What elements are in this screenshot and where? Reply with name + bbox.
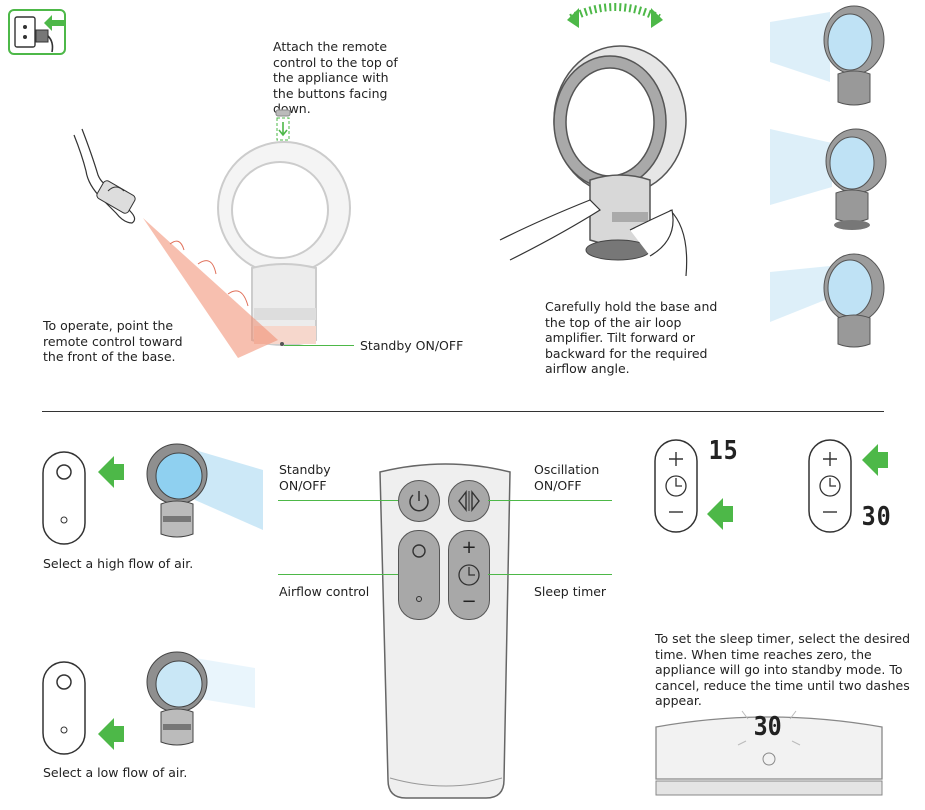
remote-attach-text: Attach the remote control to the top of … [273, 39, 398, 116]
remote-control [379, 463, 511, 799]
timer-display-b: 30 [861, 502, 892, 532]
power-icon [409, 491, 429, 512]
sleep-timer-text: To set the sleep timer, select the desir… [655, 631, 910, 708]
standby-button[interactable] [398, 480, 440, 522]
sleep-plus-glyph[interactable]: + [461, 537, 477, 558]
oscillation-button[interactable] [448, 480, 490, 522]
green-arrow-icon [98, 456, 124, 488]
oscillation-label: Oscillation ON/OFF [534, 462, 600, 493]
operate-text: To operate, point the remote control tow… [43, 318, 183, 364]
remote-attach-indicator [275, 109, 291, 141]
sleep-minus-glyph[interactable]: − [461, 591, 477, 612]
sleep-timer-button[interactable]: + − [448, 530, 490, 620]
standby-pointer [278, 500, 398, 501]
section-divider [42, 411, 884, 412]
fan-tilt-level-icon [770, 128, 887, 230]
timer-remote-icon-a [654, 439, 698, 533]
timer-remote-icon-b [808, 439, 852, 533]
oscillation-pointer [488, 500, 612, 501]
clock-icon [458, 564, 480, 586]
fan-tilt-down-icon [770, 253, 885, 348]
standby-label-top: Standby ON/OFF [360, 338, 464, 353]
standby-label: Standby ON/OFF [279, 462, 331, 493]
green-arrow-icon [98, 718, 124, 750]
plug-icon [8, 9, 66, 55]
fan-base-display [655, 710, 883, 796]
fan-high-flow-illustration [146, 443, 263, 538]
airflow-icon [412, 544, 426, 602]
airflow-label: Airflow control [279, 584, 370, 599]
oscillation-arrow-icon [567, 3, 663, 28]
timer-display-a: 15 [708, 436, 739, 466]
fan-tilt-up-icon [770, 5, 885, 106]
standby-pointer-line [284, 345, 354, 346]
hand-remote-icon [73, 128, 136, 224]
low-flow-remote-icon [42, 661, 86, 755]
sleep-label: Sleep timer [534, 584, 607, 599]
fan-low-flow-illustration [146, 651, 255, 746]
tilt-text: Carefully hold the base and the top of t… [545, 299, 718, 376]
high-flow-remote-icon [42, 451, 86, 545]
fan-illustration-faded [217, 141, 351, 346]
remote-ir-beam [143, 218, 278, 358]
base-timer-display: 30 [753, 712, 782, 742]
low-flow-text: Select a low flow of air. [43, 765, 188, 780]
green-arrow-icon [707, 498, 733, 530]
fan-tilt-illustration [499, 45, 688, 277]
green-arrow-icon [862, 444, 888, 476]
sleep-pointer [488, 574, 612, 575]
airflow-pointer [278, 574, 398, 575]
high-flow-text: Select a high flow of air. [43, 556, 194, 571]
oscillation-icon [458, 489, 480, 513]
airflow-button[interactable] [398, 530, 440, 620]
